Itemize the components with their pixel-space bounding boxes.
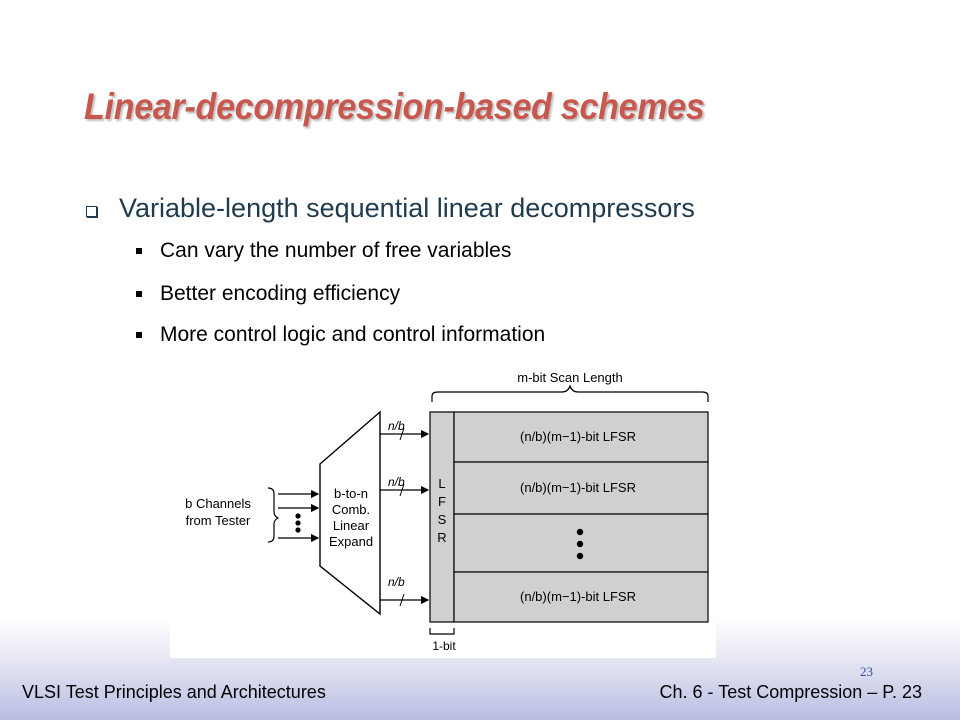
expander-label-3: Linear bbox=[333, 518, 370, 533]
lfsr-row-label: (n/b)(m−1)-bit LFSR bbox=[520, 480, 636, 495]
main-bullet-text: Variable-length sequential linear decomp… bbox=[119, 193, 695, 223]
input-dot bbox=[295, 513, 301, 519]
lfsr-row bbox=[453, 411, 709, 463]
scan-length-brace bbox=[431, 384, 709, 402]
linear-expander bbox=[319, 410, 381, 616]
sub-bullet-2: Better encoding efficiency bbox=[136, 282, 400, 306]
channels-label-line1: b Channels bbox=[185, 496, 251, 511]
lfsr-letter: F bbox=[438, 494, 446, 509]
decompressor-diagram: m-bit Scan Length b Channels from Tester… bbox=[170, 364, 716, 658]
wire-label: n/b bbox=[388, 419, 405, 433]
footer-chapter: Ch. 6 - Test Compression – P. 23 bbox=[659, 682, 922, 702]
page-number: 23 bbox=[860, 664, 873, 679]
lfsr-row bbox=[453, 571, 709, 623]
sub-bullet-3: More control logic and control informati… bbox=[136, 323, 545, 347]
channels-brace bbox=[267, 487, 280, 543]
footer-book-title: VLSI Test Principles and Architectures bbox=[22, 682, 326, 702]
sub-bullet-text: More control logic and control informati… bbox=[160, 323, 546, 346]
ellipsis-dot bbox=[576, 528, 584, 536]
lfsr-row-label: (n/b)(m−1)-bit LFSR bbox=[520, 429, 636, 444]
ellipsis-dot bbox=[576, 540, 584, 548]
square-bullet-icon bbox=[136, 332, 142, 338]
square-bullet-icon bbox=[136, 248, 142, 254]
square-bullet-icon bbox=[136, 291, 142, 297]
one-bit-label: 1-bit bbox=[432, 639, 456, 653]
lfsr-letter: S bbox=[438, 512, 447, 527]
sub-bullet-text: Better encoding efficiency bbox=[160, 282, 401, 305]
sub-bullet-1: Can vary the number of free variables bbox=[136, 239, 511, 263]
one-bit-brace bbox=[429, 628, 455, 635]
input-dot bbox=[295, 527, 301, 533]
wire-label: n/b bbox=[388, 575, 405, 589]
channels-label-line2: from Tester bbox=[186, 513, 251, 528]
expander-label-1: b-to-n bbox=[334, 486, 368, 501]
lfsr-row-label: (n/b)(m−1)-bit LFSR bbox=[520, 589, 636, 604]
main-bullet: Variable-length sequential linear decomp… bbox=[86, 193, 695, 224]
lfsr-letter: L bbox=[438, 476, 445, 491]
sub-bullet-text: Can vary the number of free variables bbox=[160, 239, 512, 262]
expander-label-2: Comb. bbox=[332, 502, 370, 517]
ellipsis-dot bbox=[576, 552, 584, 560]
lfsr-letter: R bbox=[437, 530, 446, 545]
wire-label: n/b bbox=[388, 475, 405, 489]
slide-title: Linear-decompression-based schemes bbox=[84, 86, 705, 127]
checkbox-bullet-icon bbox=[86, 206, 97, 217]
expander-label-4: Expand bbox=[329, 534, 373, 549]
input-dot bbox=[295, 520, 301, 526]
scan-length-label: m-bit Scan Length bbox=[517, 370, 623, 385]
lfsr-row bbox=[453, 461, 709, 515]
